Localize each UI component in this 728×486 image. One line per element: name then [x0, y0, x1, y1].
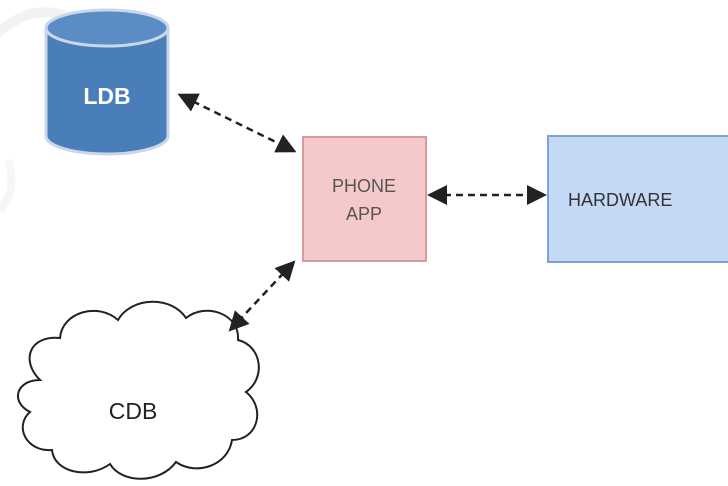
- cdb-cloud-shape: [17, 300, 260, 480]
- cdb-label: CDB: [109, 398, 158, 424]
- cdb-cloud-node: CDB: [17, 300, 260, 480]
- phone-app-label-line2: APP: [346, 204, 382, 224]
- ldb-label: LDB: [83, 83, 130, 109]
- hardware-label: HARDWARE: [568, 190, 672, 210]
- ldb-database-node: LDB: [44, 8, 170, 156]
- ldb-cylinder-top: [44, 8, 170, 48]
- connector-ldb-phone-app: [177, 93, 297, 153]
- hardware-box: [547, 135, 728, 263]
- connector-phone-app-cdb: [228, 260, 296, 332]
- hardware-node: HARDWARE: [547, 135, 728, 263]
- phone-app-box: [302, 136, 427, 262]
- phone-app-node: PHONE APP: [302, 136, 427, 262]
- ldb-cylinder-body: [44, 28, 170, 156]
- phone-app-label-line1: PHONE: [332, 176, 396, 196]
